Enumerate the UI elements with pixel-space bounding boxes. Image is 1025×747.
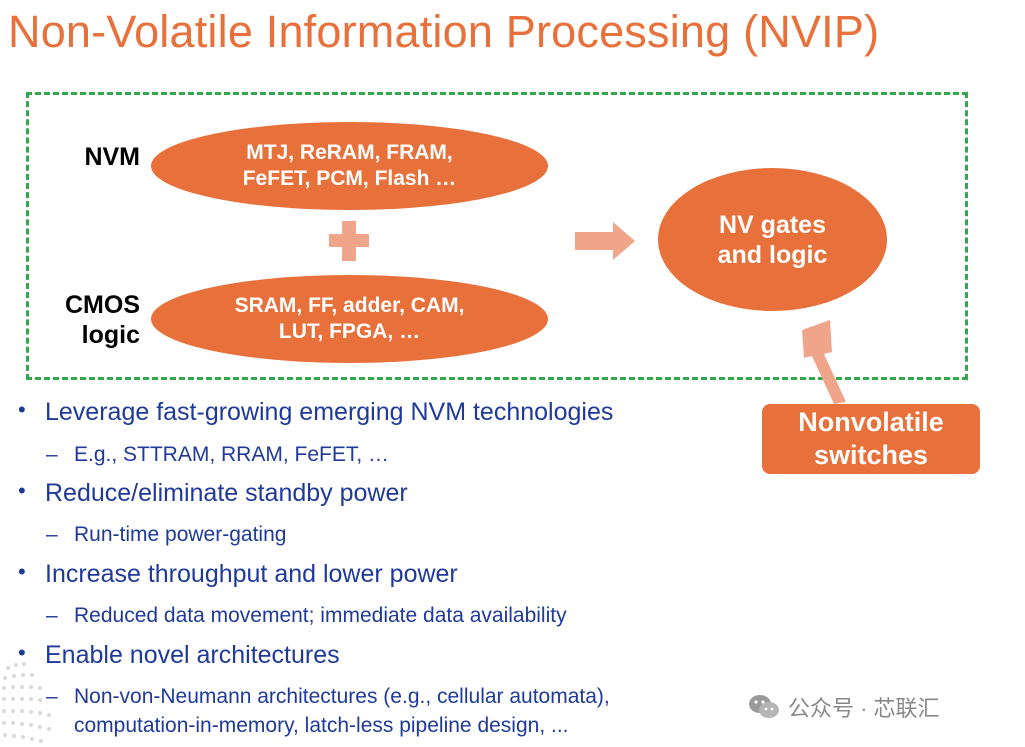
- nv-gates-line1: NV gates: [719, 210, 826, 239]
- watermark-text: 公众号 · 芯联汇: [788, 696, 940, 721]
- nvm-ellipse-line2: FeFET, PCM, Flash …: [242, 167, 457, 190]
- bullet-text: Increase throughput and lower power: [45, 560, 458, 588]
- cmos-logic-label: CMOS logic: [40, 290, 140, 350]
- sub-bullet-text: E.g., STTRAM, RRAM, FeFET, …: [74, 443, 390, 466]
- bullet-marker: •: [18, 640, 26, 665]
- nvm-label: NVM: [84, 143, 140, 171]
- up-arrow-icon: [802, 320, 846, 404]
- cmos-ellipse-line2: LUT, FPGA, …: [278, 320, 421, 343]
- sub-marker: –: [46, 604, 58, 627]
- cmos-ellipse-line1: SRAM, FF, adder, CAM,: [234, 294, 465, 317]
- cmos-label-line1: CMOS: [65, 291, 140, 319]
- nonvolatile-switches-box: Nonvolatile switches: [762, 404, 980, 474]
- wechat-icon: [749, 695, 779, 718]
- bullet-text: Reduce/eliminate standby power: [45, 479, 408, 507]
- bullet-text: Enable novel architectures: [45, 641, 340, 669]
- bullet-marker: •: [18, 397, 26, 422]
- cmos-label-line2: logic: [81, 321, 140, 349]
- sub-bullet-text: Run-time power-gating: [74, 523, 287, 546]
- sub-marker: –: [46, 443, 58, 466]
- nvm-ellipse: MTJ, ReRAM, FRAM, FeFET, PCM, Flash …: [151, 122, 548, 210]
- sub-bullet-text: computation-in-memory, latch-less pipeli…: [74, 714, 569, 737]
- sub-marker: –: [46, 523, 58, 546]
- right-arrow-icon: [575, 222, 635, 260]
- cmos-ellipse: SRAM, FF, adder, CAM, LUT, FPGA, …: [151, 275, 548, 363]
- nv-gates-line2: and logic: [717, 240, 828, 269]
- bullet-marker: •: [18, 559, 26, 584]
- switches-line2: switches: [813, 440, 929, 470]
- sub-bullet-text: Reduced data movement; immediate data av…: [74, 604, 567, 627]
- sub-marker: –: [46, 685, 58, 708]
- bullet-text: Leverage fast-growing emerging NVM techn…: [45, 398, 614, 426]
- diagram-frame: [26, 92, 968, 380]
- nvm-ellipse-line1: MTJ, ReRAM, FRAM,: [246, 141, 453, 164]
- switches-line1: Nonvolatile: [798, 407, 944, 437]
- dotted-globe-decoration: [2, 662, 51, 743]
- slide-title: Non-Volatile Information Processing (NVI…: [8, 6, 880, 57]
- watermark: 公众号 · 芯联汇: [748, 690, 940, 724]
- bullet-marker: •: [18, 478, 26, 503]
- plus-icon-vertical: [342, 221, 356, 261]
- sub-bullet-text: Non-von-Neumann architectures (e.g., cel…: [74, 685, 610, 708]
- nv-gates-ellipse: NV gates and logic: [658, 168, 887, 311]
